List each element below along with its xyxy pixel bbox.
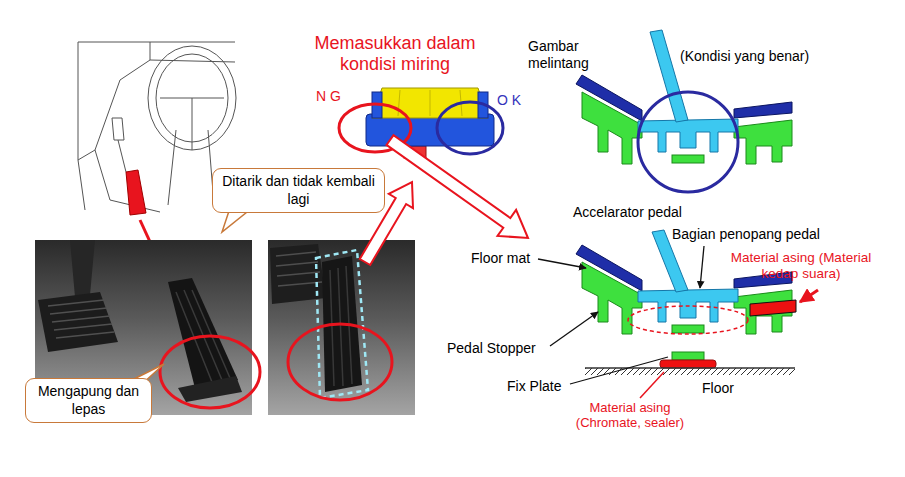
pedal-photo	[288, 324, 392, 400]
car-interior-sketch	[78, 150, 160, 212]
pedal-photo	[38, 292, 118, 352]
part-label: Material asing (Material kedap suara)	[725, 250, 877, 282]
pedal-base-model	[366, 114, 494, 146]
problem-circle	[628, 306, 748, 334]
pedal-photo	[330, 266, 352, 386]
callout-box: Mengapung dan lepas	[25, 378, 152, 423]
pedal-base-model	[366, 88, 494, 158]
callout-box: Ditarik dan tidak kembali lagi	[212, 168, 385, 213]
part-label: O K	[497, 92, 521, 109]
car-interior-sketch	[112, 118, 124, 140]
pedal-base-model	[398, 90, 462, 116]
diagram-title: Memasukkan dalam kondisi miring	[295, 33, 495, 75]
part-label: Material asing (Chromate, sealer)	[560, 400, 700, 431]
foreign-material	[750, 300, 796, 316]
leader-line	[640, 372, 664, 398]
callout-text: Ditarik dan tidak kembali lagi	[220, 173, 377, 208]
leader-arrow	[550, 312, 598, 346]
pedal-photo	[48, 300, 114, 338]
ok-circle	[638, 92, 738, 192]
part-label: Accelarator pedal	[573, 204, 682, 221]
pointer-arrow	[800, 290, 818, 302]
leader-arrow	[700, 246, 704, 288]
pedal-photo	[70, 240, 95, 297]
car-interior-sketch	[78, 42, 150, 160]
part-label: Gambar melintang	[528, 38, 600, 71]
fix-plate	[672, 352, 704, 360]
car-interior-sketch	[148, 46, 236, 150]
part-label: Pedal Stopper	[447, 340, 536, 357]
callout-text: Mengapung dan lepas	[33, 383, 144, 418]
foreign-material	[660, 360, 716, 368]
part-label: Bagian penopang pedal	[672, 226, 820, 243]
part-label: (Kondisi yang benar)	[680, 48, 809, 65]
car-interior-sketch	[160, 98, 224, 150]
accelerator-arm	[650, 30, 688, 122]
accelerator-pedal-mark	[126, 170, 146, 215]
leader-line	[570, 357, 668, 384]
pedal-photo	[178, 376, 242, 402]
part-label: Fix Plate	[507, 378, 561, 395]
pedal-photo	[268, 240, 415, 415]
part-label: N G	[316, 88, 341, 105]
part-label: Floor mat	[471, 250, 530, 267]
leader-arrow	[538, 259, 586, 268]
pedal-photo	[268, 240, 415, 415]
car-interior-sketch	[118, 140, 126, 172]
car-interior-sketch	[168, 130, 214, 205]
ok-circle	[437, 102, 503, 154]
part-label: Floor	[702, 380, 734, 397]
pedal-photo	[160, 336, 260, 408]
hollow-arrow	[387, 135, 529, 238]
